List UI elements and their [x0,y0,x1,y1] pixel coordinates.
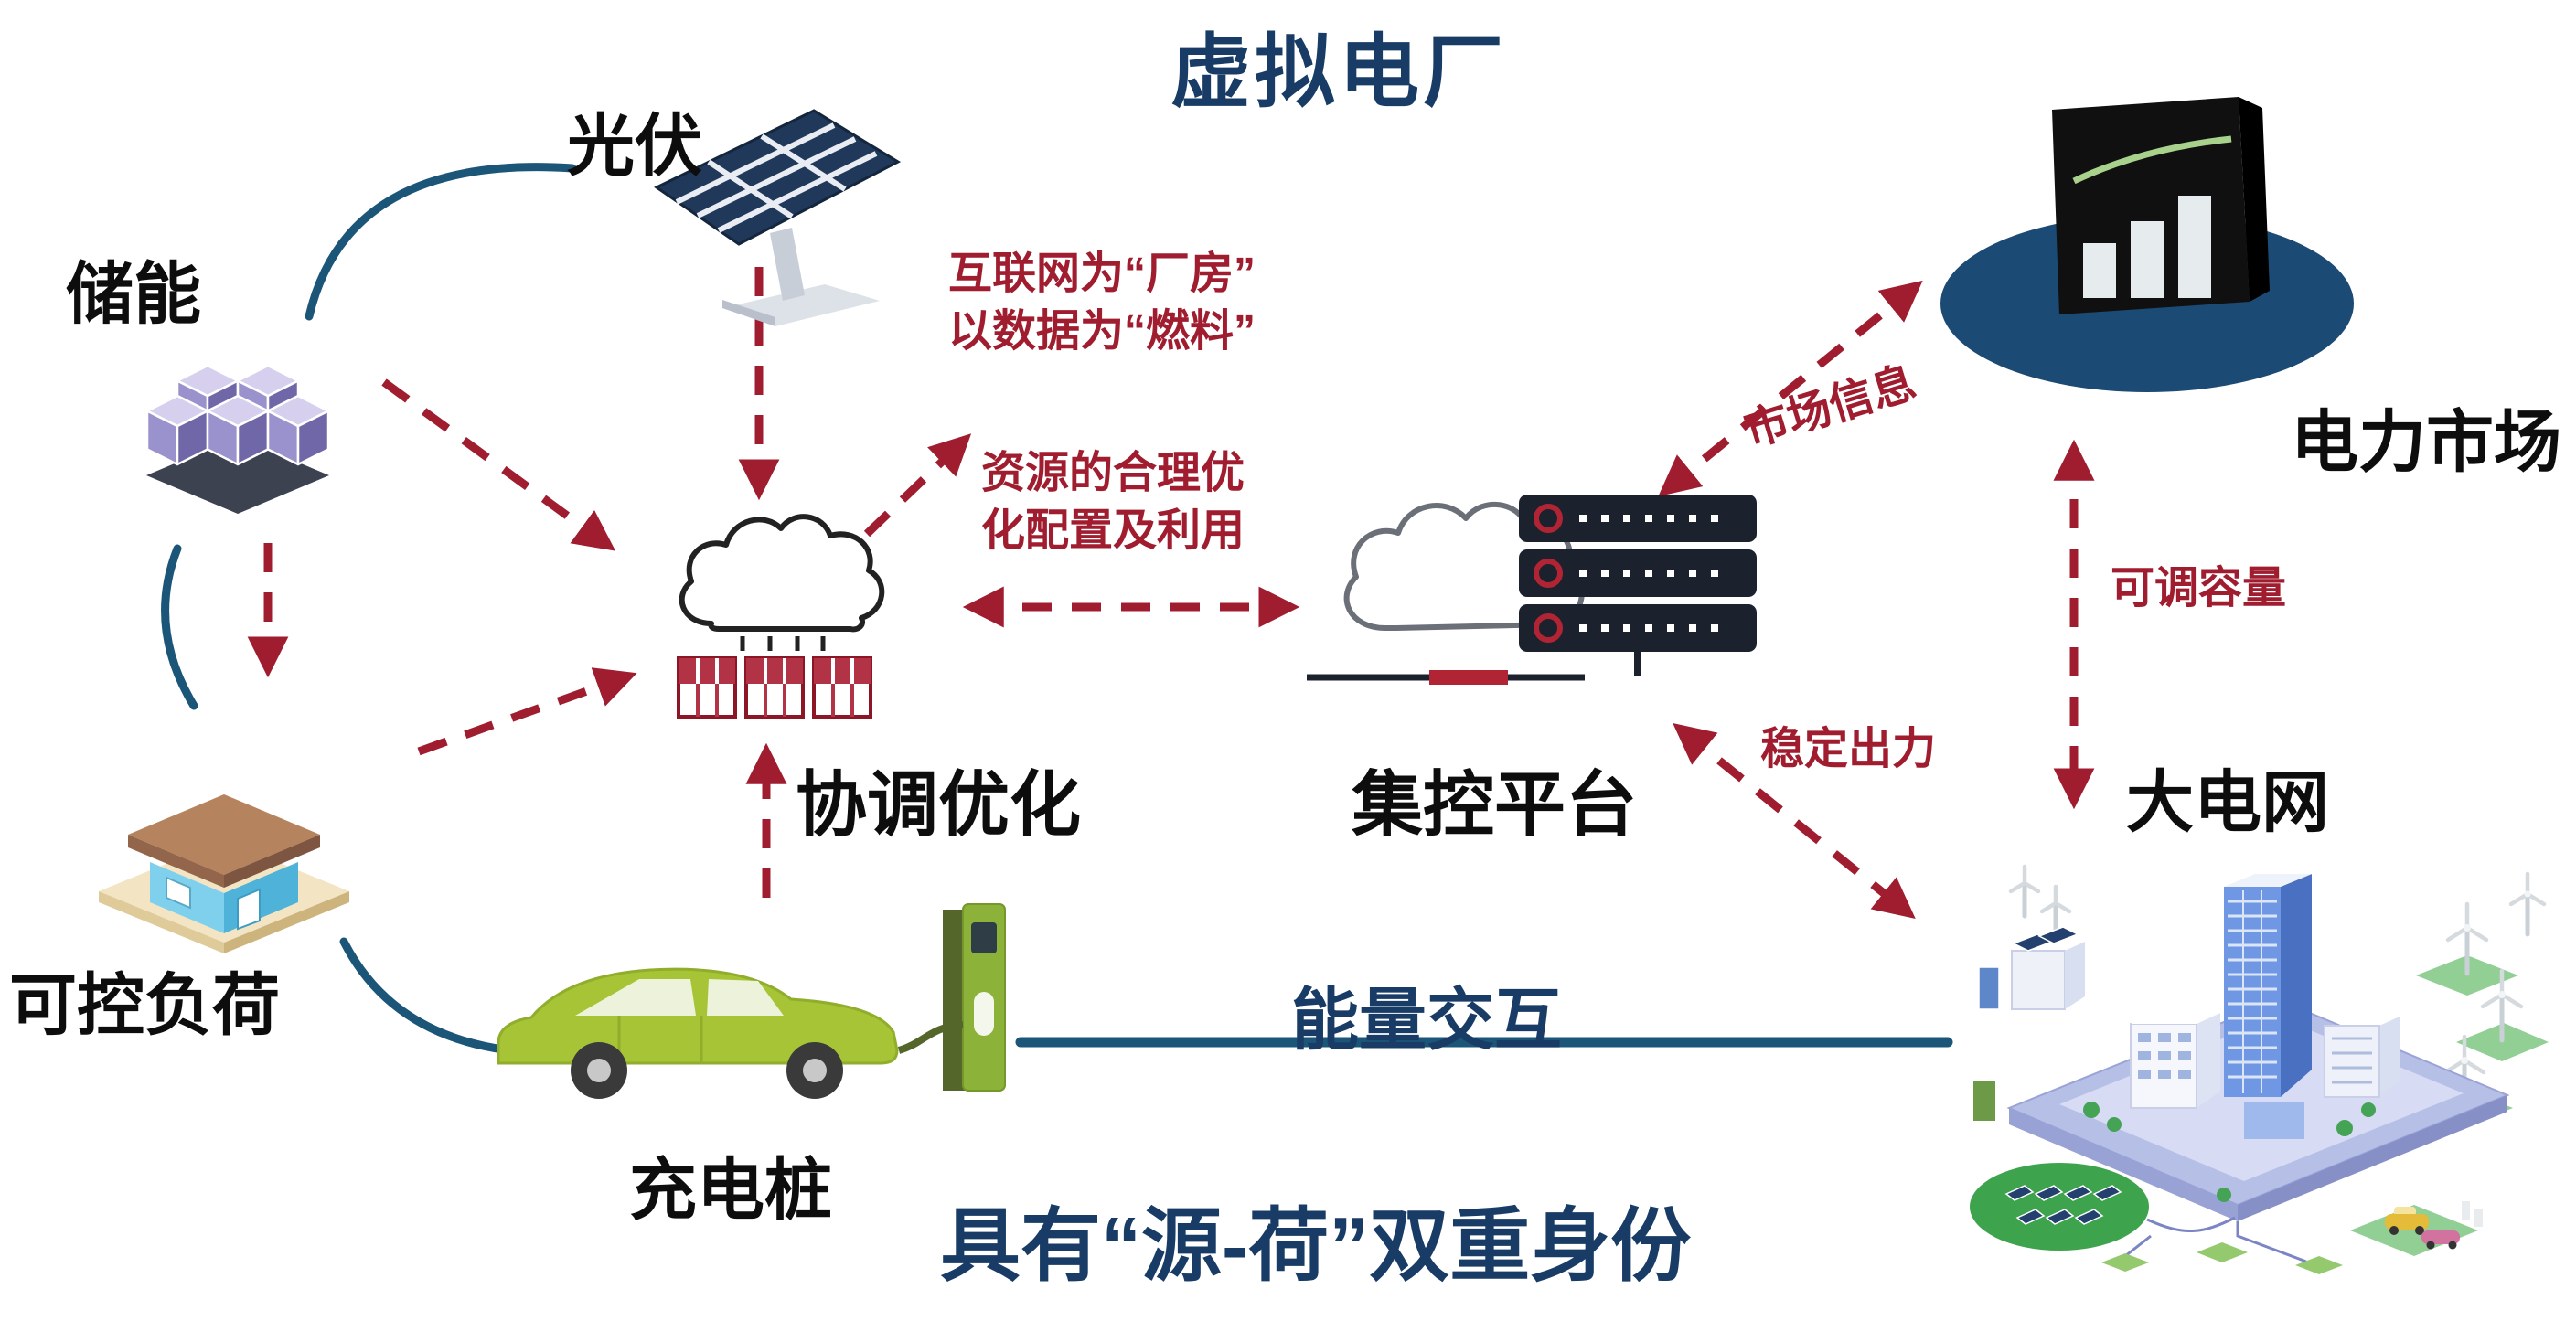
arrow-platform-market [1658,280,1923,497]
label-dual-identity: 具有“源-荷”双重身份 [940,1200,1692,1291]
link-storage-to-solar [305,163,577,321]
diagram-title: 虚拟电厂 [1170,27,1508,117]
energy-storage-icon [135,334,341,521]
solar-panel-icon [631,96,914,329]
link-storage-to-load [161,544,198,710]
control-platform-icon [1294,480,1769,719]
label-coordination: 协调优化 [796,764,1082,845]
note-stable-output: 稳定出力 [1760,725,1937,773]
note-internet-factory: 互联网为“厂房” 以数据为“燃料” [947,250,1256,357]
label-energy-exchange: 能量交互 [1291,982,1562,1058]
power-market-icon [1937,84,2357,395]
arrow-storage-to-coordination [381,378,616,551]
ev-charging-icon [480,882,1015,1138]
arrow-load-to-coordination [417,667,637,756]
label-power-market: 电力市场 [2291,404,2561,480]
label-solar: 光伏 [567,108,702,184]
label-controllable-load: 可控负荷 [9,967,280,1043]
label-main-grid: 大电网 [2126,764,2329,840]
smart-city-icon [1922,806,2549,1277]
label-storage: 储能 [66,256,201,332]
house-icon [91,727,357,953]
note-resource-optimization: 资源的合理优 化配置及利用 [980,449,1245,556]
label-charging-pile: 充电桩 [629,1152,832,1228]
note-adjustable-capacity: 可调容量 [2111,564,2287,612]
arrow-coordination-to-note [863,433,972,538]
coordination-cloud-icon [651,495,903,733]
label-control-platform: 集控平台 [1352,764,1638,845]
